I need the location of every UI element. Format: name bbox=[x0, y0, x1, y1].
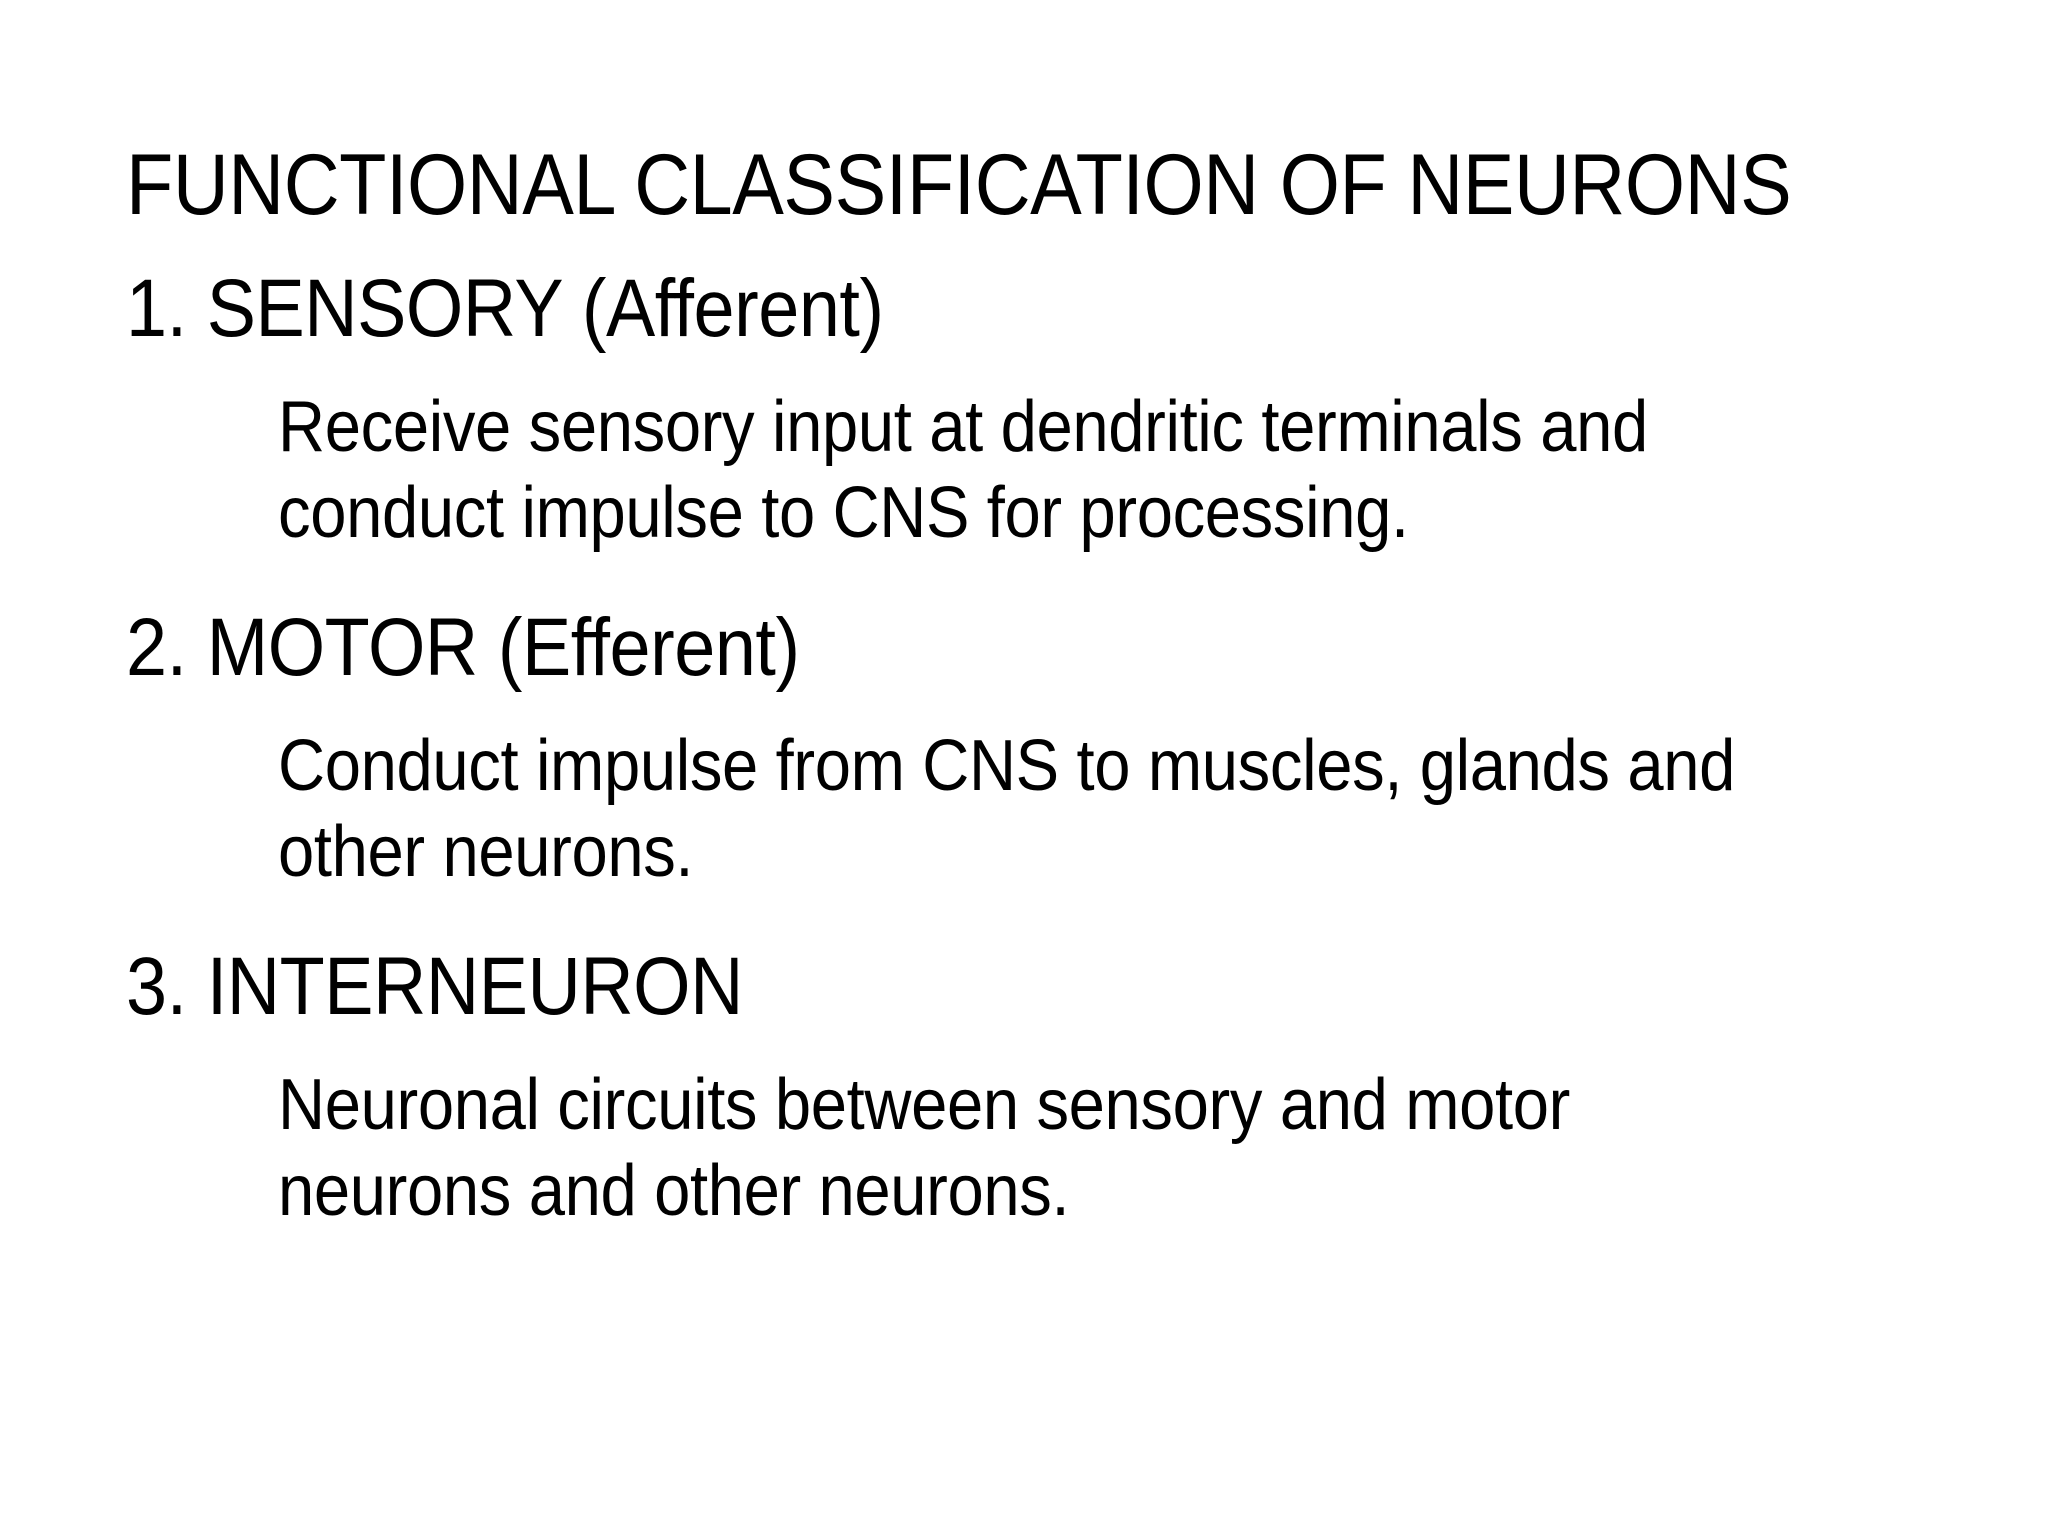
spacer bbox=[126, 350, 1966, 384]
slide-title: FUNCTIONAL CLASSIFICATION OF NEURONS bbox=[126, 136, 1792, 233]
section-motor: 2. MOTOR (Efferent) Conduct impulse from… bbox=[126, 601, 1966, 896]
slide-content-body: 1. SENSORY (Afferent) Receive sensory in… bbox=[126, 268, 1966, 1234]
section-sensory: 1. SENSORY (Afferent) Receive sensory in… bbox=[126, 268, 1966, 557]
section-body-motor: Conduct impulse from CNS to muscles, gla… bbox=[278, 725, 1736, 893]
section-heading-sensory: 1. SENSORY (Afferent) bbox=[126, 263, 884, 354]
spacer bbox=[126, 896, 1966, 946]
section-body-sensory: Receive sensory input at dendritic termi… bbox=[278, 387, 1648, 554]
spacer bbox=[126, 689, 1966, 723]
spacer bbox=[126, 557, 1966, 607]
spacer bbox=[126, 1028, 1966, 1062]
section-interneuron: 3. INTERNEURON Neuronal circuits between… bbox=[126, 940, 1966, 1235]
section-heading-motor: 2. MOTOR (Efferent) bbox=[126, 601, 800, 693]
section-heading-interneuron: 3. INTERNEURON bbox=[126, 940, 743, 1032]
section-body-interneuron: Neuronal circuits between sensory and mo… bbox=[278, 1064, 1570, 1231]
